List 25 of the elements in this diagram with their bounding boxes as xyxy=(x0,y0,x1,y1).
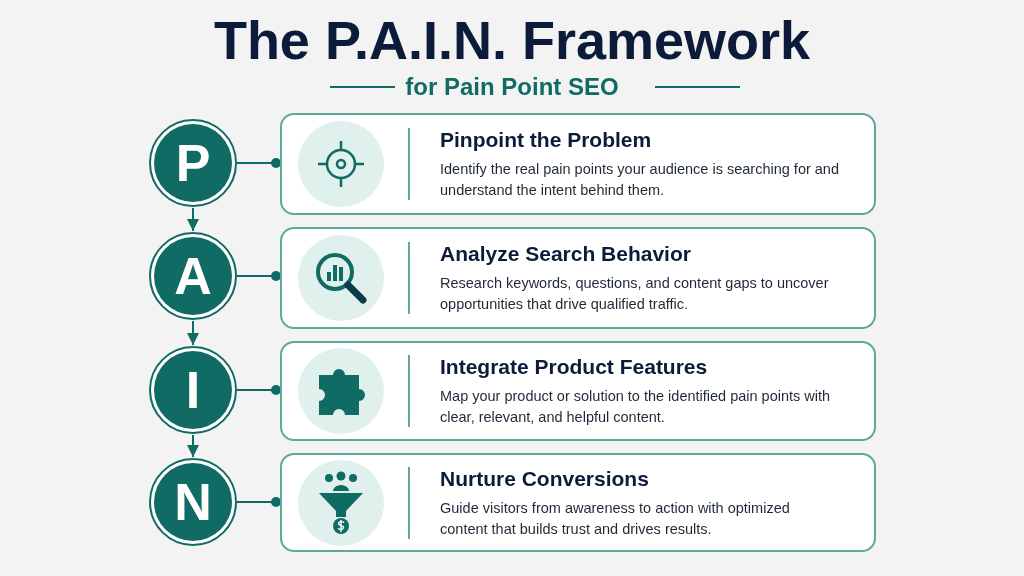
step-card xyxy=(280,227,876,329)
step-heading: Analyze Search Behavior xyxy=(440,241,692,267)
step-letter: A xyxy=(174,250,212,302)
arrow xyxy=(187,320,199,346)
title: The P.A.I.N. Framework xyxy=(212,9,812,72)
arrow xyxy=(187,207,199,232)
step-card xyxy=(280,113,876,215)
connector-line xyxy=(236,271,281,281)
step-heading: Nurture Conversions xyxy=(440,465,650,492)
step-description: Research keywords, questions, and content gaps to uncover opportunities that drive qualified traffic. xyxy=(440,274,830,314)
step-description: Identify the real pain points your audience is searching for and understand the intent behind them. xyxy=(440,160,840,200)
step-letter: N xyxy=(174,476,212,528)
step-heading: Integrate Product Features xyxy=(440,354,709,380)
connector-line xyxy=(236,497,281,507)
step-heading: Pinpoint the Problem xyxy=(440,127,653,153)
subtitle: for Pain Point SEO xyxy=(405,73,619,101)
step-card xyxy=(280,341,876,441)
step-description: Map your product or solution to the identified pain points with clear, relevant, and helpful content. xyxy=(440,387,832,427)
arrow xyxy=(187,434,199,458)
connector-line xyxy=(236,158,281,168)
connector-line xyxy=(236,385,281,395)
step-description: Guide visitors from awareness to action with optimized content that builds trust and drives results. xyxy=(440,498,791,539)
step-letter: I xyxy=(185,364,201,416)
step-letter: P xyxy=(175,137,211,189)
step-card xyxy=(280,453,876,552)
